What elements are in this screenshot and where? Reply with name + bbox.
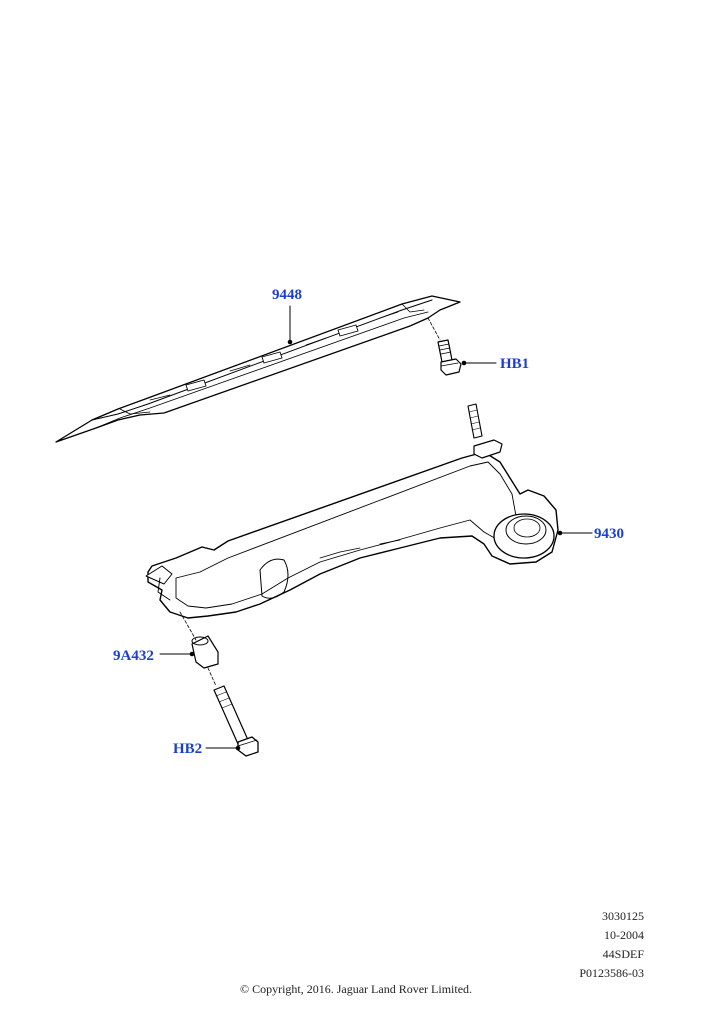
callout-9a432: 9A432 — [113, 648, 154, 664]
illustration-id: P0123586-03 — [579, 966, 644, 980]
reference-number: 3030125 — [602, 909, 644, 923]
leader-lines — [159, 305, 593, 749]
leader-dots — [189, 339, 563, 751]
bolt-hb1-part — [427, 317, 462, 376]
exhaust-manifold-part — [145, 403, 559, 619]
reference-block: 3030125 10-2004 44SDEF P0123586-03 — [579, 907, 644, 983]
callout-hb2: HB2 — [173, 741, 203, 757]
callout-9448: 9448 — [272, 287, 302, 303]
reference-code: 44SDEF — [602, 947, 644, 961]
reference-date: 10-2004 — [604, 928, 644, 942]
copyright-notice: © Copyright, 2016. Jaguar Land Rover Lim… — [239, 982, 473, 996]
heat-shield-part — [55, 295, 461, 443]
callout-9430: 9430 — [594, 526, 624, 542]
spacer-9a432-part — [179, 611, 219, 669]
callout-hb1: HB1 — [500, 356, 530, 372]
bolt-hb2-part — [207, 667, 259, 757]
